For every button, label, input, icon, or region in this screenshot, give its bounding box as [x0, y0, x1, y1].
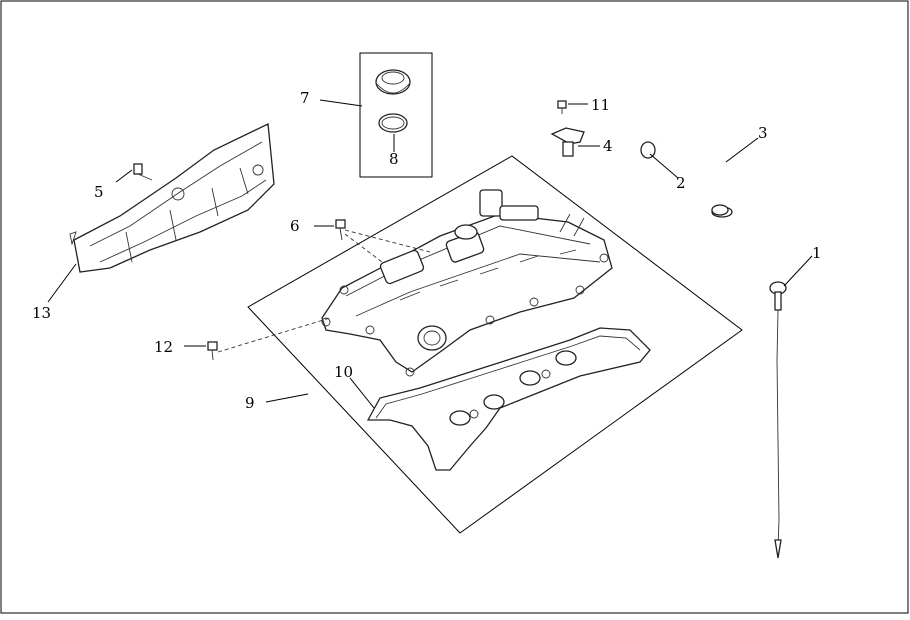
callout-13: 13: [32, 304, 51, 322]
callout-7: 7: [300, 89, 310, 107]
callout-1: 1: [812, 244, 822, 262]
valve-cover: [321, 189, 613, 377]
callout-3: 3: [758, 124, 768, 142]
oil-filler-cap: [375, 69, 411, 95]
callout-8: 8: [389, 150, 399, 168]
callout-12: 12: [154, 338, 173, 356]
shield-bolt: [133, 163, 153, 181]
cover-assembly-frame: [247, 155, 743, 534]
callout-11: 11: [591, 96, 610, 114]
filler-cap-kit-frame: [359, 52, 433, 178]
filler-cap-o-ring: [378, 113, 408, 133]
callout-6: 6: [290, 217, 300, 235]
bolt-12-leader-dashed: [217, 317, 331, 353]
gasket-bolt: [207, 341, 218, 361]
sensor-bolt: [557, 100, 567, 114]
hose-clamp: [640, 141, 729, 216]
bolt-6-leader-dashed: [344, 229, 431, 263]
callout-2: 2: [676, 174, 686, 192]
leader-lines: [47, 99, 813, 409]
callout-5: 5: [94, 183, 104, 201]
callout-10: 10: [334, 363, 353, 381]
heat-shield: [69, 123, 275, 273]
valve-cover-gasket: [366, 327, 651, 471]
camshaft-sensor: [550, 127, 585, 157]
callout-4: 4: [603, 137, 613, 155]
oil-dipstick: [769, 281, 787, 559]
cover-bolt: [335, 219, 346, 241]
callout-9: 9: [245, 394, 255, 412]
